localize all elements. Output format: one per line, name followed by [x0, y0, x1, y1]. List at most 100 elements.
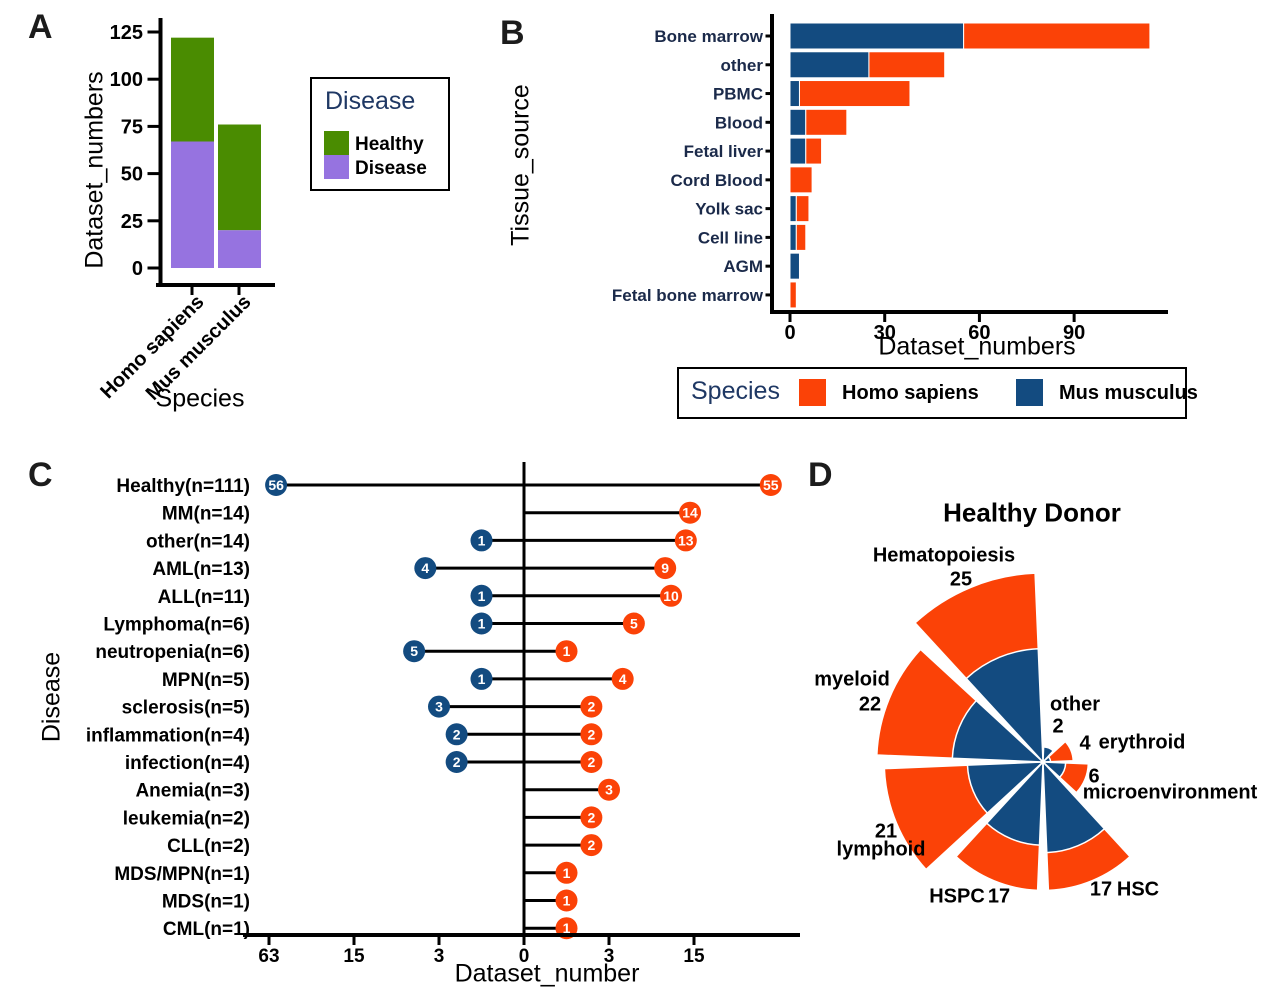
- rose-wedge-inner: [1042, 746, 1055, 765]
- rose-sector-name: myeloid: [814, 668, 890, 691]
- rose-wedge-outer: [1040, 740, 1074, 763]
- b-x-tick: [788, 314, 792, 322]
- b-y-tick: [765, 34, 773, 38]
- rose-sector-value: 6: [1088, 765, 1100, 788]
- c-ball-mus-value: 1: [478, 532, 486, 548]
- a-y-tick-label: 50: [121, 164, 143, 186]
- panel-c-x-axis-title: Dataset_number: [454, 959, 640, 988]
- rose-wedge-inner: [951, 699, 1046, 763]
- c-x-axis-line: [243, 933, 800, 937]
- c-row-label: leukemia(n=2): [123, 808, 250, 829]
- c-ball-homo-value: 5: [630, 616, 638, 632]
- c-ball-mus-value: 2: [453, 726, 461, 742]
- c-ball-homo-value: 1: [563, 865, 571, 881]
- b-y-tick: [765, 120, 773, 124]
- c-row-label: MM(n=14): [162, 504, 250, 525]
- c-ball-homo-value: 9: [661, 560, 669, 576]
- b-bar-mus: [789, 252, 800, 280]
- panel-c-y-axis-title: Disease: [37, 651, 66, 743]
- a-y-axis-line: [158, 18, 163, 287]
- c-x-tick-label: 3: [604, 946, 615, 967]
- b-bar-mus: [789, 22, 965, 50]
- disease-legend-swatch: [324, 155, 349, 179]
- b-x-tick-label: 30: [874, 322, 896, 344]
- b-category-label: other: [721, 56, 764, 75]
- mus-musculus-legend-swatch: [1016, 379, 1043, 406]
- a-y-tick: [147, 77, 159, 81]
- c-ball-homo-value: 10: [663, 588, 679, 604]
- a-x-axis-line: [156, 283, 275, 287]
- c-ball-homo: [660, 584, 683, 607]
- b-y-tick: [765, 63, 773, 67]
- c-row-label: infection(n=4): [125, 753, 250, 774]
- panel-a-y-axis-title: Dataset_numbers: [80, 71, 109, 269]
- c-ball-homo: [611, 667, 634, 690]
- panel-b-y-axis-title: Tissue_source: [506, 84, 535, 246]
- a-y-tick-label: 125: [110, 22, 143, 44]
- rose-sector-name: erythroid: [1098, 731, 1186, 754]
- c-row-label: sclerosis(n=5): [122, 698, 250, 719]
- c-ball-homo-value: 2: [587, 809, 595, 825]
- b-y-axis-line: [770, 14, 774, 312]
- b-bar-homo: [795, 223, 807, 251]
- b-bar-homo: [789, 281, 797, 309]
- c-x-tick: [437, 937, 441, 945]
- healthy-legend-label: Healthy: [355, 134, 424, 155]
- c-row-label: MDS(n=1): [162, 892, 250, 913]
- c-ball-homo-value: 14: [682, 505, 698, 521]
- rose-sector-name: Hematopoiesis: [872, 544, 1016, 567]
- rose-sector-value: 22: [858, 693, 882, 716]
- rose-sector-name: HSC: [1116, 878, 1160, 901]
- panel-a-legend: Disease Healthy Disease: [310, 77, 450, 191]
- panel-d-letter: D: [808, 456, 833, 494]
- c-ball-homo: [555, 889, 578, 912]
- b-bar-homo: [798, 80, 911, 108]
- b-x-tick: [1072, 314, 1076, 322]
- a-y-tick: [147, 266, 159, 270]
- b-y-tick: [765, 293, 773, 297]
- b-category-label: PBMC: [713, 85, 763, 104]
- disease-legend-label: Disease: [355, 158, 427, 179]
- c-row-label: Healthy(n=111): [116, 476, 250, 497]
- rose-wedge-inner: [1042, 759, 1106, 854]
- c-ball-homo: [759, 474, 782, 496]
- panel-b-x-axis-title: Dataset_numbers: [878, 332, 1076, 361]
- a-x-tick: [237, 287, 241, 295]
- b-x-axis-line: [770, 310, 1168, 314]
- c-row-label: Lymphoma(n=6): [103, 615, 250, 636]
- a-y-tick: [147, 219, 159, 223]
- c-ball-mus: [470, 612, 493, 635]
- rose-sector-value: 25: [949, 568, 973, 591]
- c-row-label: AML(n=13): [152, 559, 250, 580]
- c-ball-mus-value: 1: [478, 588, 486, 604]
- c-ball-mus: [445, 751, 468, 773]
- c-ball-mus-value: 5: [410, 643, 418, 659]
- rose-wedge-inner: [965, 647, 1044, 765]
- panel-a-x-axis-title: Species: [155, 384, 245, 413]
- rose-sector-name: microenvironment: [1082, 781, 1258, 804]
- rose-sector-value: 4: [1079, 732, 1091, 755]
- c-row-label: inflammation(n=4): [86, 725, 250, 746]
- c-x-tick: [522, 937, 526, 945]
- mus-musculus-legend-label: Mus musculus: [1059, 382, 1198, 404]
- c-row-label: CML(n=1): [163, 919, 250, 940]
- a-y-tick-label: 25: [121, 211, 143, 233]
- c-ball-mus-value: 1: [478, 671, 486, 687]
- a-x-tick: [190, 287, 194, 295]
- c-x-tick-label: 15: [343, 946, 365, 967]
- c-x-tick-label: 3: [434, 946, 445, 967]
- bar-segment-healthy: [218, 124, 261, 231]
- b-bar-mus: [789, 80, 800, 108]
- c-ball-homo: [654, 557, 677, 580]
- c-row-label: ALL(n=11): [158, 587, 250, 608]
- c-ball-homo-value: 2: [587, 754, 595, 770]
- c-ball-homo: [622, 612, 645, 635]
- c-x-tick-label: 15: [683, 946, 705, 967]
- c-ball-homo-value: 1: [563, 920, 571, 936]
- c-ball-homo: [580, 751, 603, 773]
- rose-sector-name: HSPC: [929, 885, 985, 908]
- c-ball-homo-value: 4: [619, 671, 627, 687]
- a-y-tick: [147, 30, 159, 34]
- panel-a-legend-title: Disease: [325, 87, 416, 115]
